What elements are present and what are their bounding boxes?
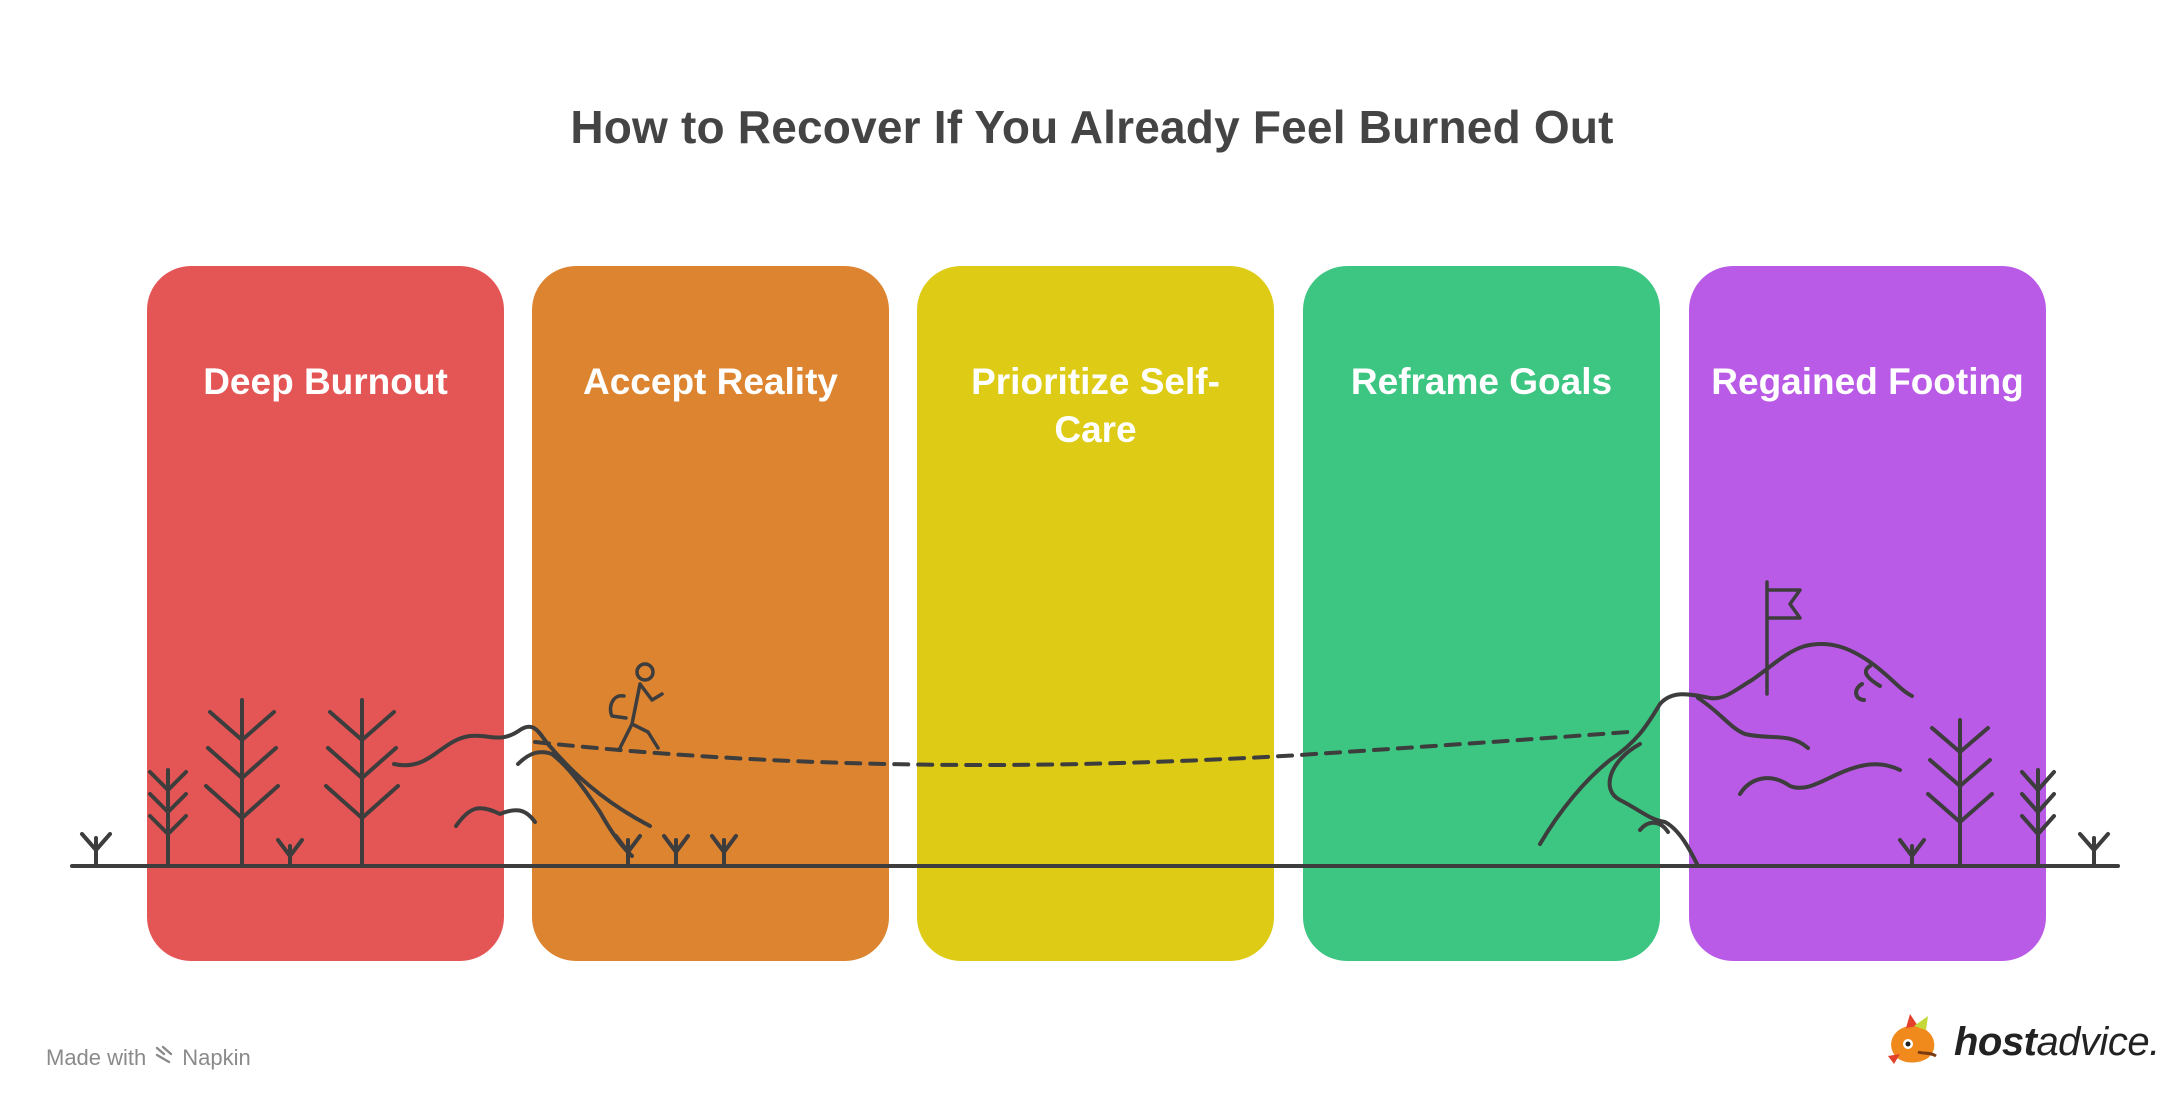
grass-icon — [276, 838, 304, 868]
tree-icon — [2020, 768, 2056, 868]
grass-icon — [80, 832, 112, 868]
mountain-icon — [1538, 641, 1914, 868]
stage-card-prioritize-self-care: Prioritize Self-Care — [917, 266, 1274, 961]
stage-card-deep-burnout: Deep Burnout — [147, 266, 504, 961]
page-title: How to Recover If You Already Feel Burne… — [570, 101, 1614, 153]
tree-icon — [1926, 718, 1994, 868]
hostadvice-brand: hostadvice. — [1884, 1012, 2160, 1072]
dashed-path — [533, 730, 1630, 767]
tree-icon — [324, 698, 400, 868]
flag-icon — [1765, 580, 1802, 696]
hostadvice-wordmark: hostadvice. — [1954, 1019, 2160, 1064]
napkin-logo-icon — [154, 1044, 174, 1072]
hostadvice-logo-icon — [1884, 1012, 1944, 1073]
stage-card-accept-reality: Accept Reality — [532, 266, 889, 961]
tree-icon — [148, 768, 188, 868]
hiker-icon — [608, 662, 664, 750]
stage-label: Prioritize Self-Care — [971, 361, 1220, 450]
napkin-label: Napkin — [182, 1045, 251, 1070]
stage-label: Deep Burnout — [203, 361, 448, 402]
stage-label: Regained Footing — [1711, 361, 2024, 402]
tree-icon — [204, 698, 280, 868]
stage-label: Accept Reality — [583, 361, 838, 402]
stage-card-reframe-goals: Reframe Goals — [1303, 266, 1660, 961]
grass-icon — [1898, 832, 2110, 868]
stage-card-regained-footing: Regained Footing — [1689, 266, 2046, 961]
stage-label: Reframe Goals — [1350, 361, 1613, 402]
made-with-napkin: Made with Napkin — [46, 1044, 251, 1072]
mountain-icon — [392, 724, 652, 858]
grass-icon — [614, 834, 738, 868]
made-with-label: Made with — [46, 1045, 147, 1070]
